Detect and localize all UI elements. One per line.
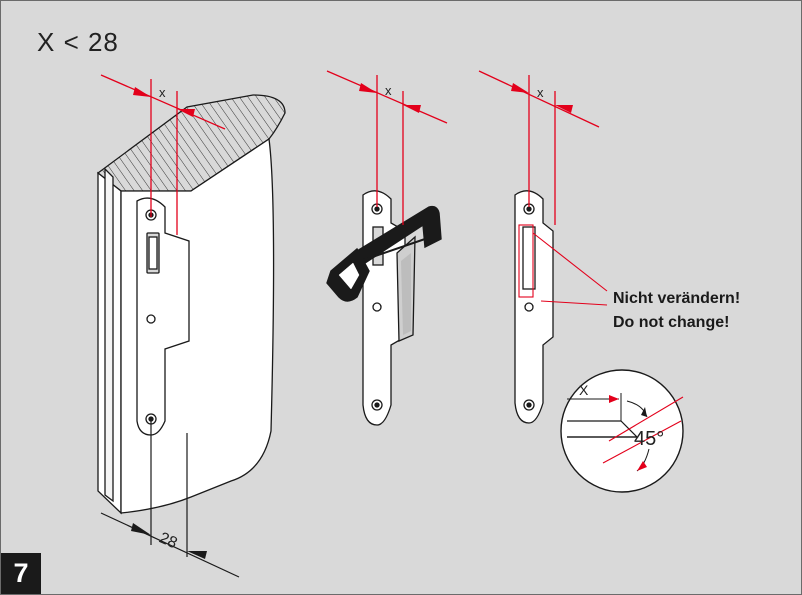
width-label: 28 xyxy=(156,530,179,553)
hacksaw xyxy=(326,205,442,302)
warning-text-en: Do not change! xyxy=(613,314,730,331)
dimension-x-right: x xyxy=(537,85,544,100)
dimension-x-left: x xyxy=(159,85,166,100)
strike-plate-finished xyxy=(514,190,554,424)
width-dimension xyxy=(100,421,240,578)
strike-plate-installed xyxy=(136,197,190,436)
detail-x-label: X xyxy=(579,382,589,398)
detail-circle: X 45° xyxy=(560,369,684,493)
width-arrows xyxy=(131,523,207,559)
dimension-x-middle: x xyxy=(385,83,392,98)
reference-lines xyxy=(100,70,600,235)
condition-label: X < 28 xyxy=(37,27,119,57)
dimension-arrows xyxy=(133,83,573,117)
door-panel xyxy=(96,94,286,515)
warning-text-de: Nicht verändern! xyxy=(613,290,741,307)
angle-label: 45° xyxy=(634,428,664,450)
warning-pointers xyxy=(518,224,608,306)
warning-note: Nicht verändern! Do not change! xyxy=(613,287,740,335)
step-number-badge: 7 xyxy=(1,553,41,594)
